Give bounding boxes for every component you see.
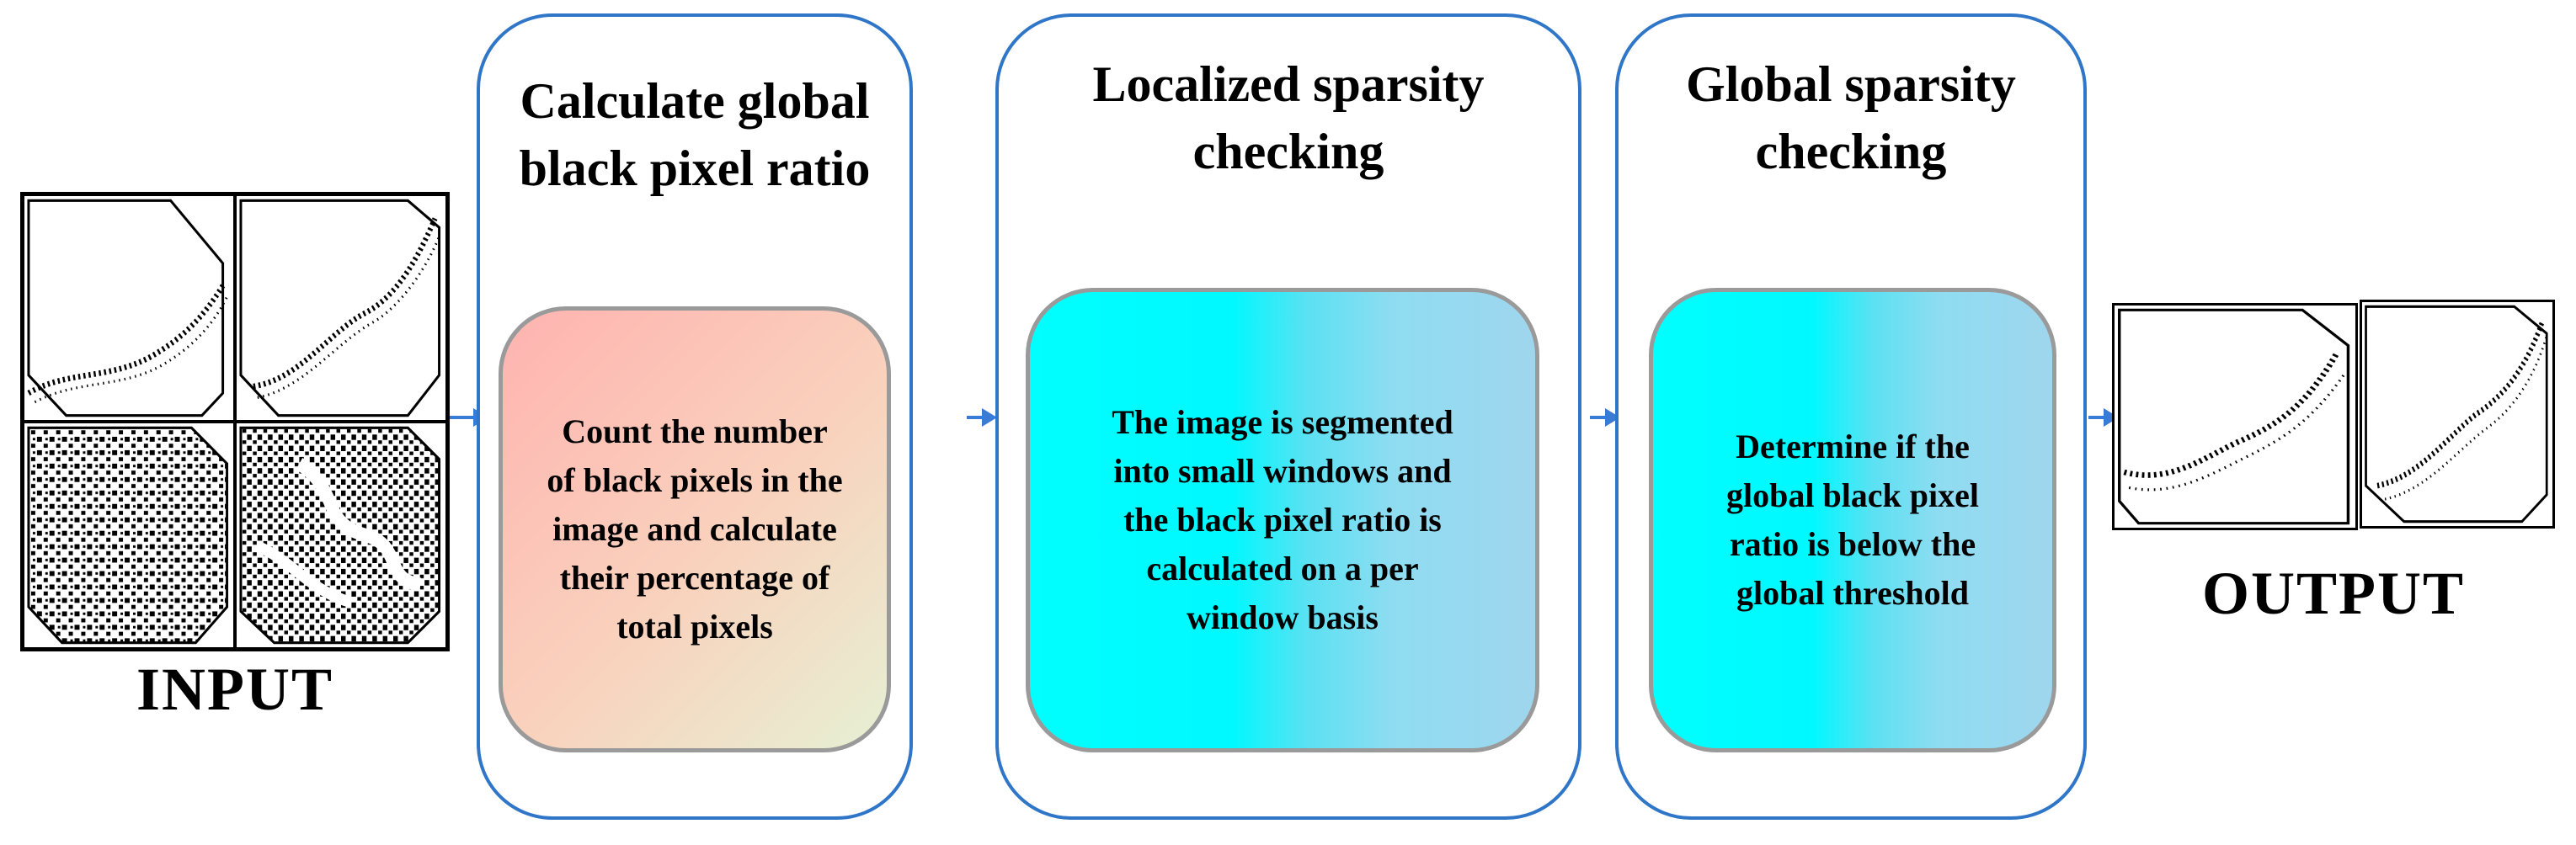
sparse-scan-image [27, 199, 228, 417]
stage-description-box: Determine if the global black pixel rati… [1649, 288, 2056, 752]
stage-description-box: The image is segmented into small window… [1026, 288, 1539, 752]
stage-description: The image is segmented into small window… [1112, 403, 1453, 636]
sparse-scan-image [2365, 305, 2548, 523]
sparse-scan-image [2118, 308, 2350, 525]
input-image-grid [20, 192, 450, 651]
input-tile-sparse-1 [23, 194, 235, 422]
arrow-stage3-to-output [2088, 408, 2119, 427]
output-label: OUTPUT [2201, 560, 2466, 627]
input-label: INPUT [136, 656, 333, 723]
stage-description-box: Count the number of black pixels in the … [499, 306, 891, 752]
input-tile-sparse-2 [235, 194, 447, 422]
stage-panel-global-ratio: Calculate global black pixel ratio Count… [477, 13, 913, 820]
arrow-stage2-to-stage3 [1590, 408, 1620, 427]
stage-title: Global sparsity checking [1686, 56, 2016, 179]
dense-scan-image [27, 426, 229, 645]
arrow-input-to-stage1 [450, 408, 488, 427]
dense-scan-image [239, 426, 441, 645]
arrow-stage1-to-stage2 [967, 408, 997, 427]
sparse-scan-image [239, 199, 441, 417]
stage-title: Calculate global black pixel ratio [519, 73, 871, 196]
stage-description: Determine if the global black pixel rati… [1725, 428, 1980, 612]
output-image-1 [2112, 303, 2358, 530]
output-image-2 [2360, 300, 2555, 529]
input-tile-dense-1 [23, 422, 235, 649]
stage-description: Count the number of black pixels in the … [547, 412, 843, 646]
stage-title: Localized sparsity checking [1092, 56, 1485, 179]
stage-panel-localized-sparsity: Localized sparsity checking The image is… [995, 13, 1581, 820]
input-tile-dense-2 [235, 422, 447, 649]
stage-panel-global-sparsity: Global sparsity checking Determine if th… [1615, 13, 2087, 820]
